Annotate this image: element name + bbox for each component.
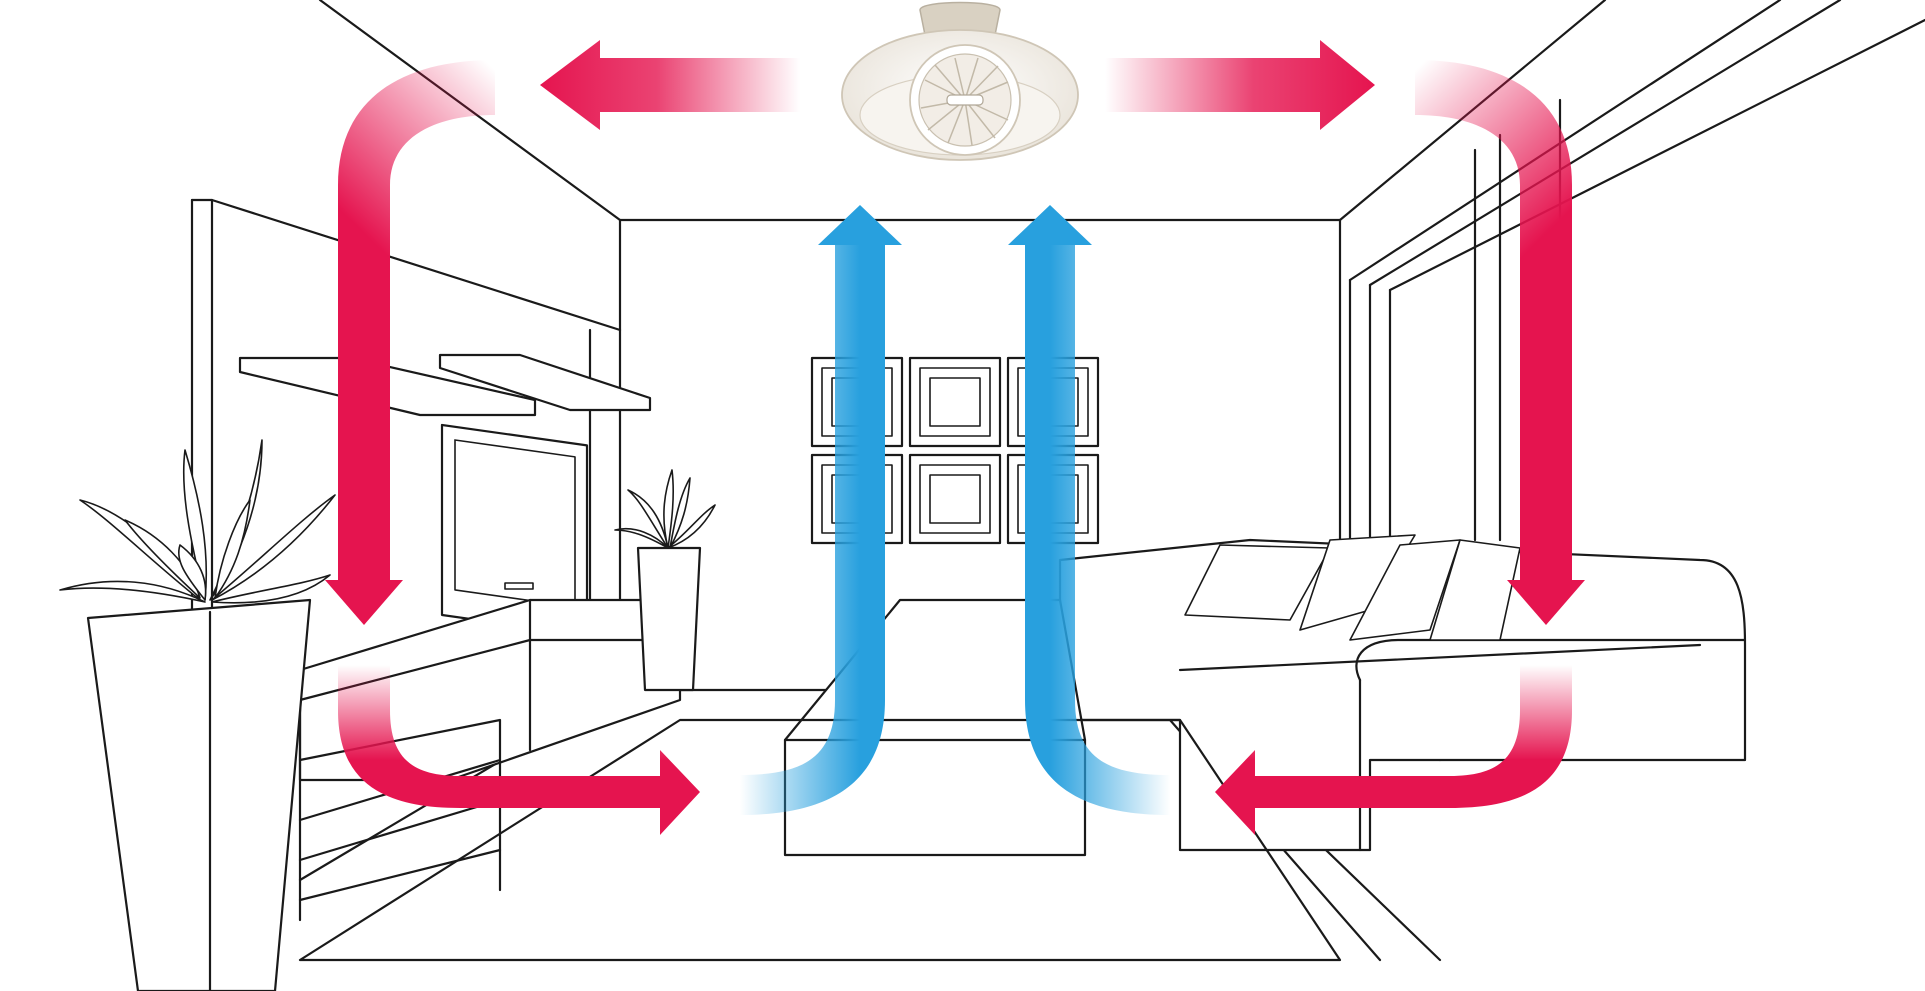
warm-air-arrow-top-right	[1105, 40, 1375, 130]
warm-air-arrow-down-right	[1415, 60, 1585, 625]
cool-air-arrow-up-left	[740, 205, 902, 815]
warm-air-arrow-floor-right	[1215, 665, 1572, 835]
warm-air-arrow-down-left	[325, 60, 495, 625]
wall-shelves	[238, 353, 652, 417]
warm-air-arrow-floor-left	[338, 665, 700, 835]
warm-air-arrow-top-left	[540, 40, 800, 130]
picture-frame-icon	[908, 356, 1002, 448]
ceiling-fan-icon	[841, 1, 1079, 161]
cool-air-arrow-up-right	[1008, 205, 1170, 815]
sofa-icon	[1058, 534, 1747, 852]
potted-plant-icon	[59, 439, 336, 991]
potted-plant-icon	[614, 469, 716, 692]
picture-frame-icon	[908, 453, 1002, 545]
